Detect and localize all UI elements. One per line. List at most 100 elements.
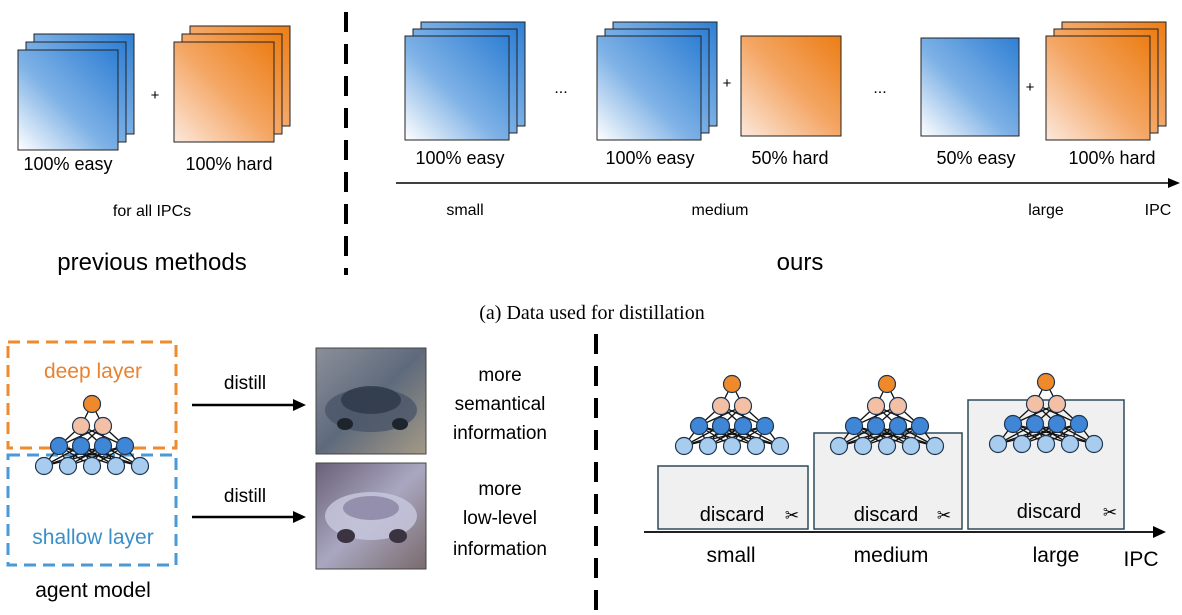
caption-a: (a) Data used for distillation xyxy=(479,302,705,324)
feature-node xyxy=(844,416,864,436)
hidden-node xyxy=(71,416,91,436)
network-edge xyxy=(58,445,117,467)
feature-node xyxy=(689,416,709,436)
hidden-node xyxy=(711,396,731,416)
distill-top-arrowhead xyxy=(293,399,306,411)
input-node xyxy=(770,436,790,456)
network-small xyxy=(674,374,790,456)
top-axis-medium: medium xyxy=(692,202,749,219)
previous-methods-title: previous methods xyxy=(57,249,246,276)
medium-hard-square xyxy=(740,35,842,137)
input-node xyxy=(674,436,694,456)
network-edge xyxy=(1012,423,1071,445)
plus-sign-large: + xyxy=(1026,79,1035,96)
scissors-icon: ✂ xyxy=(1103,503,1117,522)
deep-layer-label: deep layer xyxy=(44,360,142,383)
previous-methods-panel: + 100% easy 100% hard for all IPCs previ… xyxy=(17,25,291,276)
discard-box-small xyxy=(657,465,809,530)
input-node xyxy=(925,436,945,456)
easy-stack xyxy=(17,33,135,151)
lowlevel-line-1: more xyxy=(478,479,521,500)
feature-node xyxy=(115,436,135,456)
bottom-axis-arrowhead xyxy=(1153,526,1166,538)
network-edge xyxy=(997,423,1080,445)
input-node xyxy=(746,436,766,456)
plus-sign: + xyxy=(151,87,160,104)
agent-model-label: agent model xyxy=(35,579,151,602)
network-edge xyxy=(80,445,141,467)
network-edge xyxy=(838,425,921,447)
feature-node xyxy=(49,436,69,456)
network-edge xyxy=(1034,423,1095,445)
bottom-axis-large: large xyxy=(1033,544,1080,567)
distill-bottom-arrowhead xyxy=(293,511,306,523)
network-large xyxy=(988,372,1104,454)
network-edge xyxy=(43,445,104,467)
input-node xyxy=(1060,434,1080,454)
discard-label-large: discard xyxy=(1017,501,1081,523)
distill-top-label: distill xyxy=(224,373,266,394)
hidden-node xyxy=(93,416,113,436)
discard-label-small: discard xyxy=(700,504,764,526)
output-node xyxy=(877,374,897,394)
agent-network xyxy=(34,394,150,476)
lowlevel-line-3: information xyxy=(453,539,547,560)
discard-label-medium: discard xyxy=(854,504,918,526)
medium-easy-stack xyxy=(596,21,718,141)
network-edge xyxy=(875,425,936,447)
hidden-node xyxy=(1025,394,1045,414)
network-edge xyxy=(838,425,899,447)
network-edge xyxy=(683,425,744,447)
top-axis-large: large xyxy=(1028,202,1064,219)
output-node xyxy=(1036,372,1056,392)
semantic-line-1: more xyxy=(478,365,521,386)
large-easy-square xyxy=(920,37,1020,137)
large-hard-label: 100% hard xyxy=(1068,148,1155,168)
network-edge xyxy=(707,425,766,447)
deep-layer-box xyxy=(6,340,178,450)
large-easy-label: 50% easy xyxy=(936,148,1015,168)
output-node xyxy=(82,394,102,414)
feature-node xyxy=(733,416,753,436)
hidden-node xyxy=(888,396,908,416)
plus-sign-medium: + xyxy=(723,75,732,92)
ours-title: ours xyxy=(777,249,824,276)
distilled-image-deep xyxy=(315,347,427,455)
small-easy-label: 100% easy xyxy=(415,148,504,168)
feature-node xyxy=(888,416,908,436)
network-edge xyxy=(853,425,912,447)
input-node xyxy=(853,436,873,456)
network-edge xyxy=(1021,423,1080,445)
input-node xyxy=(698,436,718,456)
medium-easy-label: 100% easy xyxy=(605,148,694,168)
distill-bottom-label: distill xyxy=(224,486,266,507)
feature-node xyxy=(93,436,113,456)
network-edge xyxy=(698,425,757,447)
feature-node xyxy=(1047,414,1067,434)
distill-arrows: distill distill xyxy=(192,373,306,523)
network-edge xyxy=(720,425,781,447)
top-axis-arrowhead xyxy=(1168,178,1180,188)
input-node xyxy=(1036,434,1056,454)
previous-hard-label: 100% hard xyxy=(185,154,272,174)
input-node xyxy=(106,456,126,476)
ellipsis-2: ... xyxy=(873,80,886,97)
input-node xyxy=(1012,434,1032,454)
semantic-info-text: more semantical information xyxy=(453,365,547,444)
previous-easy-label: 100% easy xyxy=(23,154,112,174)
bottom-axis-small: small xyxy=(706,544,755,567)
network-medium xyxy=(829,374,945,456)
semantic-line-2: semantical xyxy=(455,394,546,415)
input-node xyxy=(901,436,921,456)
scissors-icon: ✂ xyxy=(937,506,951,525)
input-node xyxy=(130,456,150,476)
output-node xyxy=(722,374,742,394)
input-node xyxy=(34,456,54,476)
ours-panel: 100% easy ... + 100% easy 50% hard ... +… xyxy=(396,21,1180,276)
lowlevel-line-2: low-level xyxy=(463,508,537,529)
hidden-node xyxy=(1047,394,1067,414)
feature-node xyxy=(755,416,775,436)
lowlevel-info-text: more low-level information xyxy=(453,479,547,560)
network-edge xyxy=(43,445,126,467)
